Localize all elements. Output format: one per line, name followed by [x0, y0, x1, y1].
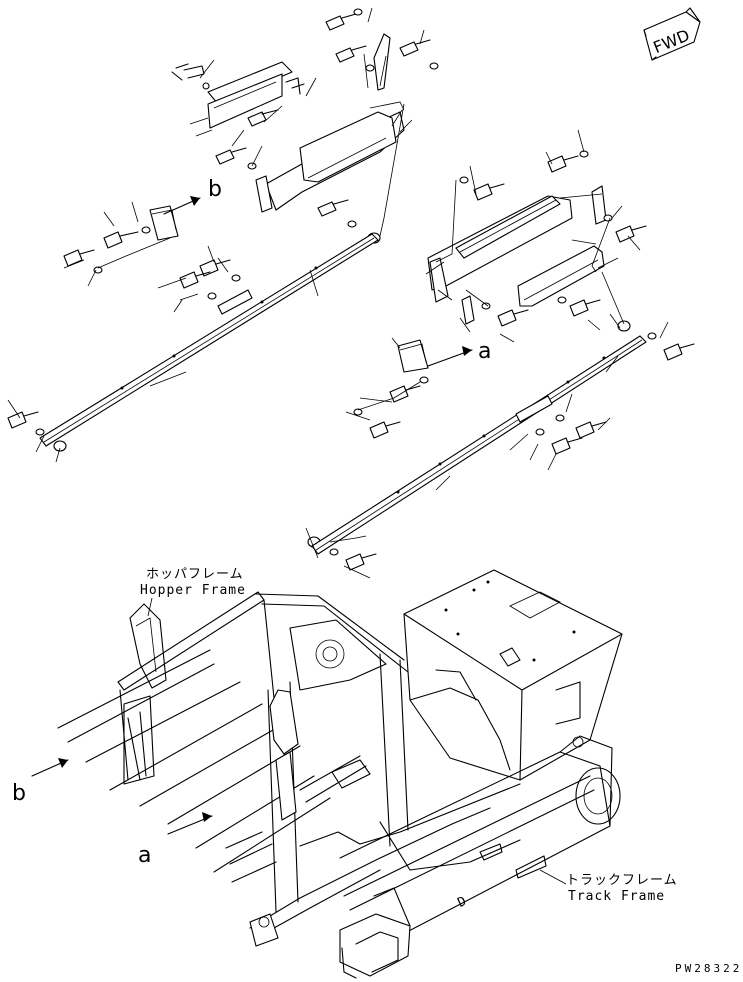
ref-letter-b-top: b [208, 177, 222, 202]
hopper-frame-assembly [57, 591, 491, 947]
drawing-code: PW28322 [675, 962, 742, 975]
left-upper-cover-assembly [149, 33, 405, 241]
fwd-arrow-icon: FWD [643, 7, 701, 61]
bolt-group-upper-left [7, 8, 439, 452]
track-frame-jp-label: トラックフレーム [566, 873, 678, 888]
frame-annotations: ホッパフレーム Hopper Frame トラックフレーム Track Fram… [140, 567, 742, 975]
ref-arrow-b-bottom: b [12, 758, 69, 806]
left-rail-strip [39, 233, 379, 447]
right-upper-cover-assembly [397, 185, 607, 373]
bolt-group-upper-right [307, 150, 695, 571]
ref-letter-a-top: a [478, 339, 491, 364]
ref-arrow-a-top: a [427, 339, 491, 367]
hopper-frame-jp-label: ホッパフレーム [146, 567, 244, 582]
track-frame-en-label: Track Frame [568, 889, 665, 904]
ref-arrow-b-top: b [163, 177, 222, 215]
leader-lines-right [305, 129, 669, 579]
upper-box-housing [403, 569, 623, 781]
ref-arrow-a-bottom: a [138, 812, 213, 868]
hopper-frame-en-label: Hopper Frame [140, 583, 246, 598]
ref-letter-b-bottom: b [12, 781, 26, 806]
track-frame-assembly: D [299, 735, 621, 979]
right-rail-strip [311, 335, 647, 555]
leader-lines-left [7, 7, 425, 463]
ref-letter-a-bottom: a [138, 843, 151, 868]
svg-text:D: D [455, 894, 469, 911]
fwd-label: FWD [651, 26, 693, 58]
